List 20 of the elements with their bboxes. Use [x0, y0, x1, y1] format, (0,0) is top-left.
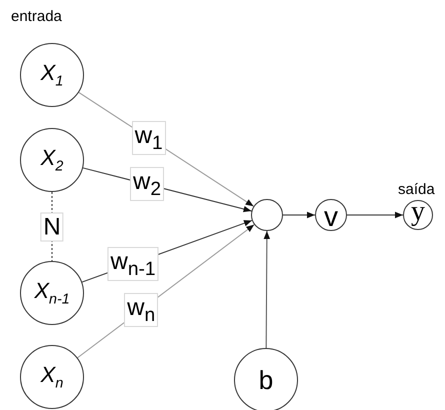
ellipsis-label: N: [40, 212, 64, 241]
output-label: saída: [398, 181, 435, 198]
summation-circle: [251, 199, 283, 231]
weight-label: w$_{n}$: [124, 292, 158, 327]
arrow: [346, 212, 404, 218]
node-label: X$_{n-1}$: [34, 280, 70, 306]
node-label: y: [411, 198, 425, 226]
weight-label: w$_{n-1}$: [108, 246, 159, 281]
weight-label: w$_{2}$: [130, 167, 164, 202]
node-label: b: [258, 367, 274, 393]
node-label: X$_{1}$: [40, 62, 64, 88]
node-label: X$_{n}$: [40, 364, 64, 390]
weight-label: w$_{1}$: [132, 120, 166, 155]
arrow: [264, 230, 270, 348]
node-label: X$_{2}$: [40, 146, 64, 174]
neuron-circle: [315, 199, 347, 231]
neuron-circle: [403, 200, 433, 230]
arrow: [282, 212, 316, 218]
input-label: entrada: [11, 8, 62, 25]
node-label: v: [324, 203, 338, 231]
